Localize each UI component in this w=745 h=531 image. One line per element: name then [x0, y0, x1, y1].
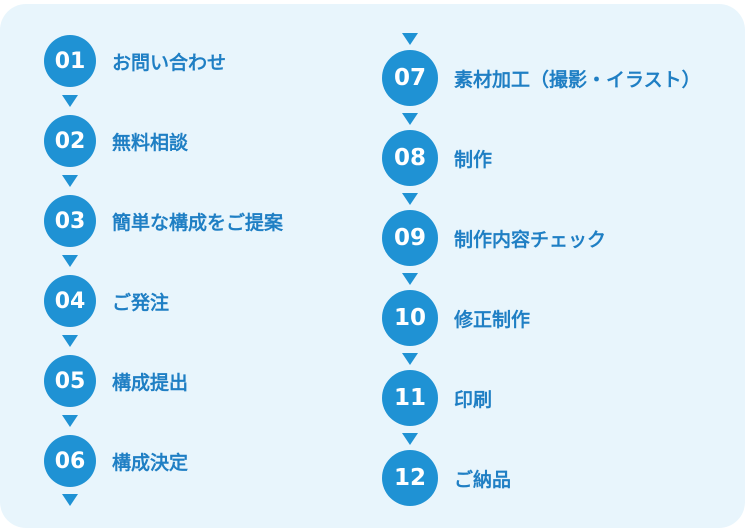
step-label: 構成提出 — [112, 371, 189, 394]
down-arrow-icon — [402, 113, 418, 125]
step-number-badge: 07 — [382, 50, 438, 106]
step-label: 素材加工（撮影・イラスト） — [454, 68, 701, 91]
step-07: 07 素材加工（撮影・イラスト） — [382, 50, 701, 106]
step-01: 01 お問い合わせ — [44, 35, 226, 87]
step-label: ご納品 — [454, 468, 512, 491]
step-label: お問い合わせ — [112, 51, 227, 74]
step-number-badge: 03 — [44, 195, 96, 247]
step-label: 印刷 — [454, 388, 493, 411]
step-number-badge: 01 — [44, 35, 96, 87]
step-label: 制作 — [454, 148, 493, 171]
down-arrow-icon — [62, 415, 78, 427]
step-12: 12 ご納品 — [382, 450, 511, 506]
step-number-badge: 12 — [382, 450, 438, 506]
step-number-badge: 02 — [44, 115, 96, 167]
down-arrow-icon — [402, 353, 418, 365]
down-arrow-icon — [402, 273, 418, 285]
step-number-badge: 04 — [44, 275, 96, 327]
down-arrow-icon — [62, 494, 78, 506]
step-04: 04 ご発注 — [44, 275, 169, 327]
step-number-badge: 05 — [44, 355, 96, 407]
flow-panel — [0, 4, 745, 528]
down-arrow-icon — [402, 33, 418, 45]
step-09: 09 制作内容チェック — [382, 210, 606, 266]
step-label: 簡単な構成をご提案 — [112, 211, 284, 234]
step-10: 10 修正制作 — [382, 290, 530, 346]
step-number-badge: 06 — [44, 435, 96, 487]
step-08: 08 制作 — [382, 130, 492, 186]
step-number-badge: 08 — [382, 130, 438, 186]
down-arrow-icon — [62, 335, 78, 347]
step-02: 02 無料相談 — [44, 115, 188, 167]
down-arrow-icon — [402, 433, 418, 445]
step-label: 修正制作 — [454, 308, 531, 331]
step-label: 制作内容チェック — [454, 228, 607, 251]
down-arrow-icon — [62, 95, 78, 107]
down-arrow-icon — [62, 175, 78, 187]
step-number-badge: 10 — [382, 290, 438, 346]
step-06: 06 構成決定 — [44, 435, 188, 487]
step-label: 構成決定 — [112, 451, 189, 474]
down-arrow-icon — [402, 193, 418, 205]
step-label: ご発注 — [112, 291, 170, 314]
step-03: 03 簡単な構成をご提案 — [44, 195, 283, 247]
step-05: 05 構成提出 — [44, 355, 188, 407]
step-11: 11 印刷 — [382, 370, 492, 426]
step-number-badge: 09 — [382, 210, 438, 266]
down-arrow-icon — [62, 255, 78, 267]
step-number-badge: 11 — [382, 370, 438, 426]
step-label: 無料相談 — [112, 131, 189, 154]
